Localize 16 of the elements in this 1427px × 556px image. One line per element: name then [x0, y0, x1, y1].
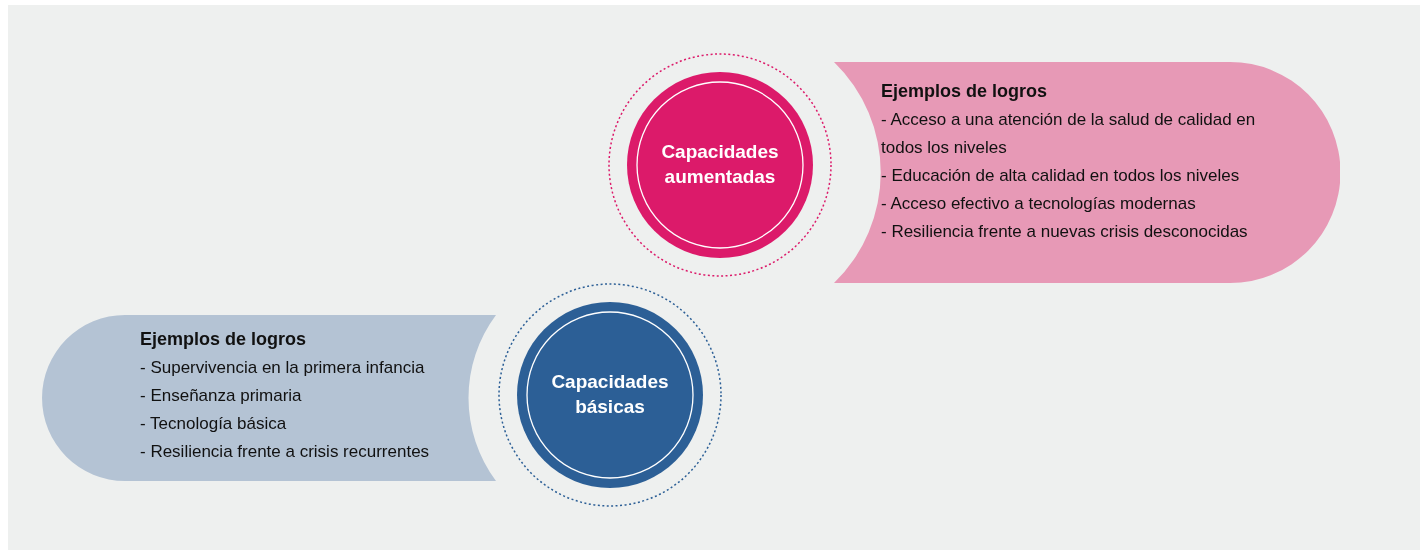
circle-label: Capacidades básicas: [550, 370, 670, 419]
circle-label: Capacidades aumentadas: [660, 140, 780, 189]
list-item: - Tecnología básica: [140, 413, 288, 435]
achievements-band: [834, 62, 1340, 283]
list-heading: Ejemplos de logros: [140, 328, 308, 351]
achievements-band: [42, 315, 496, 481]
list-item: - Supervivencia en la primera infancia: [140, 357, 426, 379]
list-item: - Resiliencia frente a nuevas crisis desconocidas: [881, 221, 1249, 243]
capability-circle: [607, 52, 833, 278]
list-item: - Resiliencia frente a crisis recurrentes: [140, 441, 431, 463]
list-item: - Acceso efectivo a tecnologías modernas: [881, 193, 1197, 215]
list-heading: Ejemplos de logros: [881, 80, 1049, 103]
list-item: - Educación de alta calidad en todos los niveles: [881, 165, 1241, 187]
list-item: - Enseñanza primaria: [140, 385, 303, 407]
list-item: - Acceso a una atención de la salud de calidad en todos los niveles: [881, 109, 1257, 159]
capability-circle: [497, 282, 723, 508]
